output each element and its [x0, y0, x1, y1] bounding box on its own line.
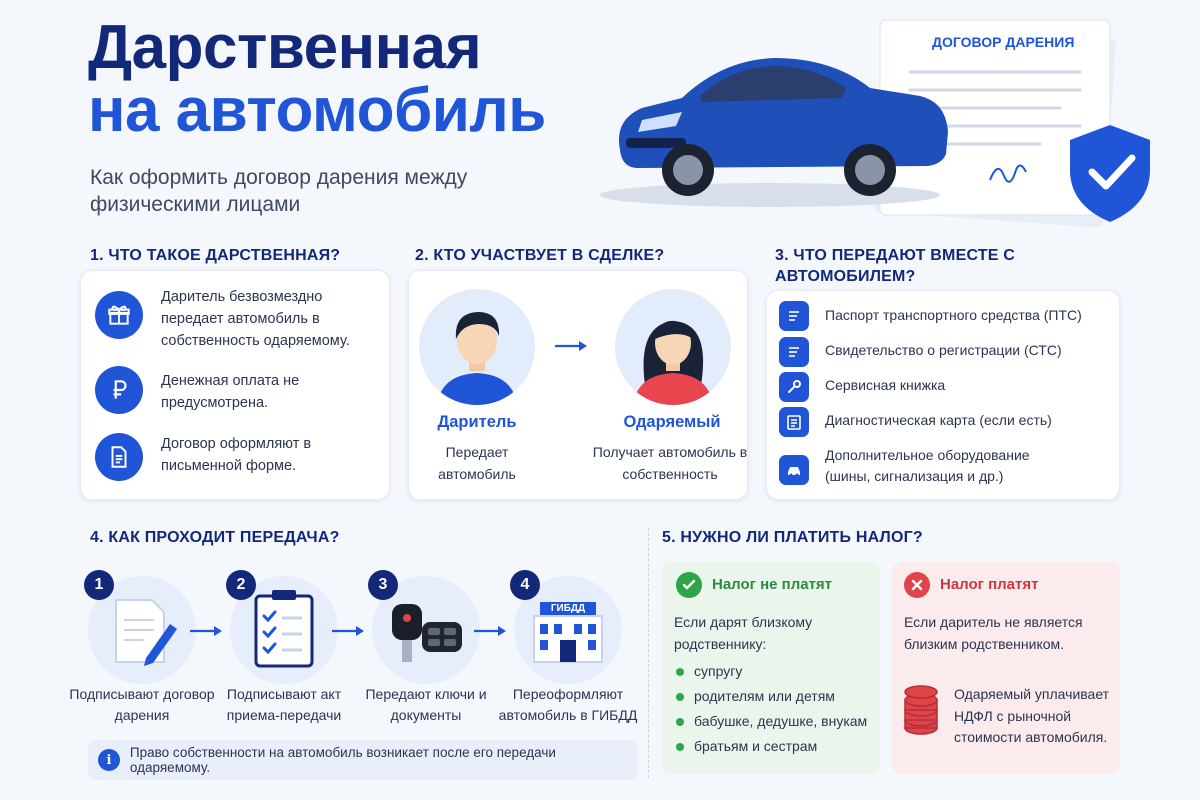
relative-list-item: супругу: [674, 662, 742, 682]
step-text: Переоформляют автомобиль в ГИБДД: [498, 686, 638, 723]
page-title: Дарственная на автомобиль: [88, 13, 546, 146]
handover-item-text: Свидетельство о регистрации (СТС): [825, 342, 1062, 358]
step-number: 4: [510, 570, 540, 600]
giver-avatar: [419, 289, 535, 405]
section1-card: Даритель безвозмездно передает автомобил…: [80, 270, 390, 500]
section1-item-text: Даритель безвозмездно передает автомобил…: [161, 289, 350, 349]
cross-icon: [904, 572, 930, 598]
no-tax-card: Налог не платят Если дарят близкому родс…: [662, 562, 880, 774]
gibdd-label: ГИБДД: [550, 603, 586, 614]
tax-card: Налог платят Если даритель не является б…: [892, 562, 1120, 774]
title-line2: на автомобиль: [88, 76, 546, 146]
gibdd-building-icon: [533, 602, 603, 663]
step-number: 1: [84, 570, 114, 600]
section-divider: [648, 528, 649, 778]
check-icon: [676, 572, 702, 598]
step-2-illustration: [230, 576, 338, 684]
arrow-right-icon: [474, 626, 506, 636]
coins-stack-icon: [904, 685, 938, 735]
step-3-illustration: [372, 576, 480, 684]
section5-title: 5. НУЖНО ЛИ ПЛАТИТЬ НАЛОГ?: [662, 529, 923, 546]
handover-item-text: Дополнительное оборудование (шины, сигна…: [825, 447, 1030, 484]
car-icon: [779, 455, 809, 485]
clipboard-icon: [254, 590, 314, 668]
receiver-avatar: [615, 289, 731, 405]
section1-item-text: Договор оформляют в письменной форме.: [161, 436, 312, 474]
section4-title: 4. КАК ПРОХОДИТ ПЕРЕДАЧА?: [90, 529, 340, 546]
section3-card: Паспорт транспортного средства (ПТС) Сви…: [766, 290, 1120, 500]
car-key-icon: [392, 604, 462, 662]
section1-item-text: Денежная оплата не предусмотрена.: [161, 373, 300, 411]
no-tax-heading: Налог не платят: [712, 576, 833, 593]
step-text: Подписывают договор дарения: [69, 686, 215, 723]
checklist-icon: [779, 407, 809, 437]
relative-list-item: бабушке, дедушке, внукам: [674, 712, 867, 732]
step-number: 2: [226, 570, 256, 600]
tax-heading: Налог платят: [940, 576, 1039, 593]
contract-pen-icon: [115, 599, 177, 666]
section2-title: 2. КТО УЧАСТВУЕТ В СДЕЛКЕ?: [415, 247, 665, 264]
receiver-role: Одаряемый: [623, 413, 721, 431]
info-icon: i: [98, 749, 120, 771]
page-subtitle: Как оформить договор дарения между физич…: [90, 166, 468, 217]
arrow-right-icon: [190, 626, 222, 636]
no-tax-text: Если дарят близкому родственнику:: [674, 614, 813, 652]
step-number: 3: [368, 570, 398, 600]
section2-card: Даритель Передает автомобиль Одаряемый П…: [408, 270, 748, 500]
car-and-contract-illustration: [600, 19, 1150, 228]
title-line1: Дарственная: [88, 13, 482, 82]
document-icon: [779, 301, 809, 331]
section3-title: 3. ЧТО ПЕРЕДАЮТ ВМЕСТЕ С АВТОМОБИЛЕМ?: [775, 247, 1016, 285]
tax-detail: Одаряемый уплачивает НДФЛ с рыночной сто…: [954, 686, 1110, 746]
giver-role: Даритель: [437, 413, 517, 431]
arrow-right-icon: [332, 626, 364, 636]
document-icon: [779, 337, 809, 367]
relative-list-item: родителям или детям: [674, 687, 835, 707]
relative-list-item: братьям и сестрам: [674, 737, 817, 757]
section1-title: 1. ЧТО ТАКОЕ ДАРСТВЕННАЯ?: [90, 247, 341, 264]
info-text: Право собственности на автомобиль возник…: [129, 745, 556, 775]
ruble-icon: [95, 366, 143, 414]
tax-text: Если даритель не является близким родств…: [904, 614, 1083, 652]
giver-description: Передает автомобиль: [438, 444, 516, 483]
hero-illustration: ДОГОВОР ДАРЕНИЯ: [580, 0, 1200, 240]
contract-document-label: ДОГОВОР ДАРЕНИЯ: [932, 34, 1075, 50]
handover-item-text: Диагностическая карта (если есть): [825, 412, 1052, 428]
document-icon: [95, 433, 143, 481]
info-note: i Право собственности на автомобиль возн…: [88, 740, 638, 780]
step-text: Передают ключи и документы: [365, 686, 487, 723]
wrench-icon: [779, 372, 809, 402]
gift-icon: [95, 291, 143, 339]
handover-item-text: Паспорт транспортного средства (ПТС): [825, 307, 1082, 323]
handover-item-text: Сервисная книжка: [825, 377, 946, 393]
step-text: Подписывают акт приема-передачи: [226, 686, 342, 723]
arrow-right-icon: [555, 341, 587, 351]
receiver-description: Получает автомобиль в собственность: [592, 444, 748, 483]
